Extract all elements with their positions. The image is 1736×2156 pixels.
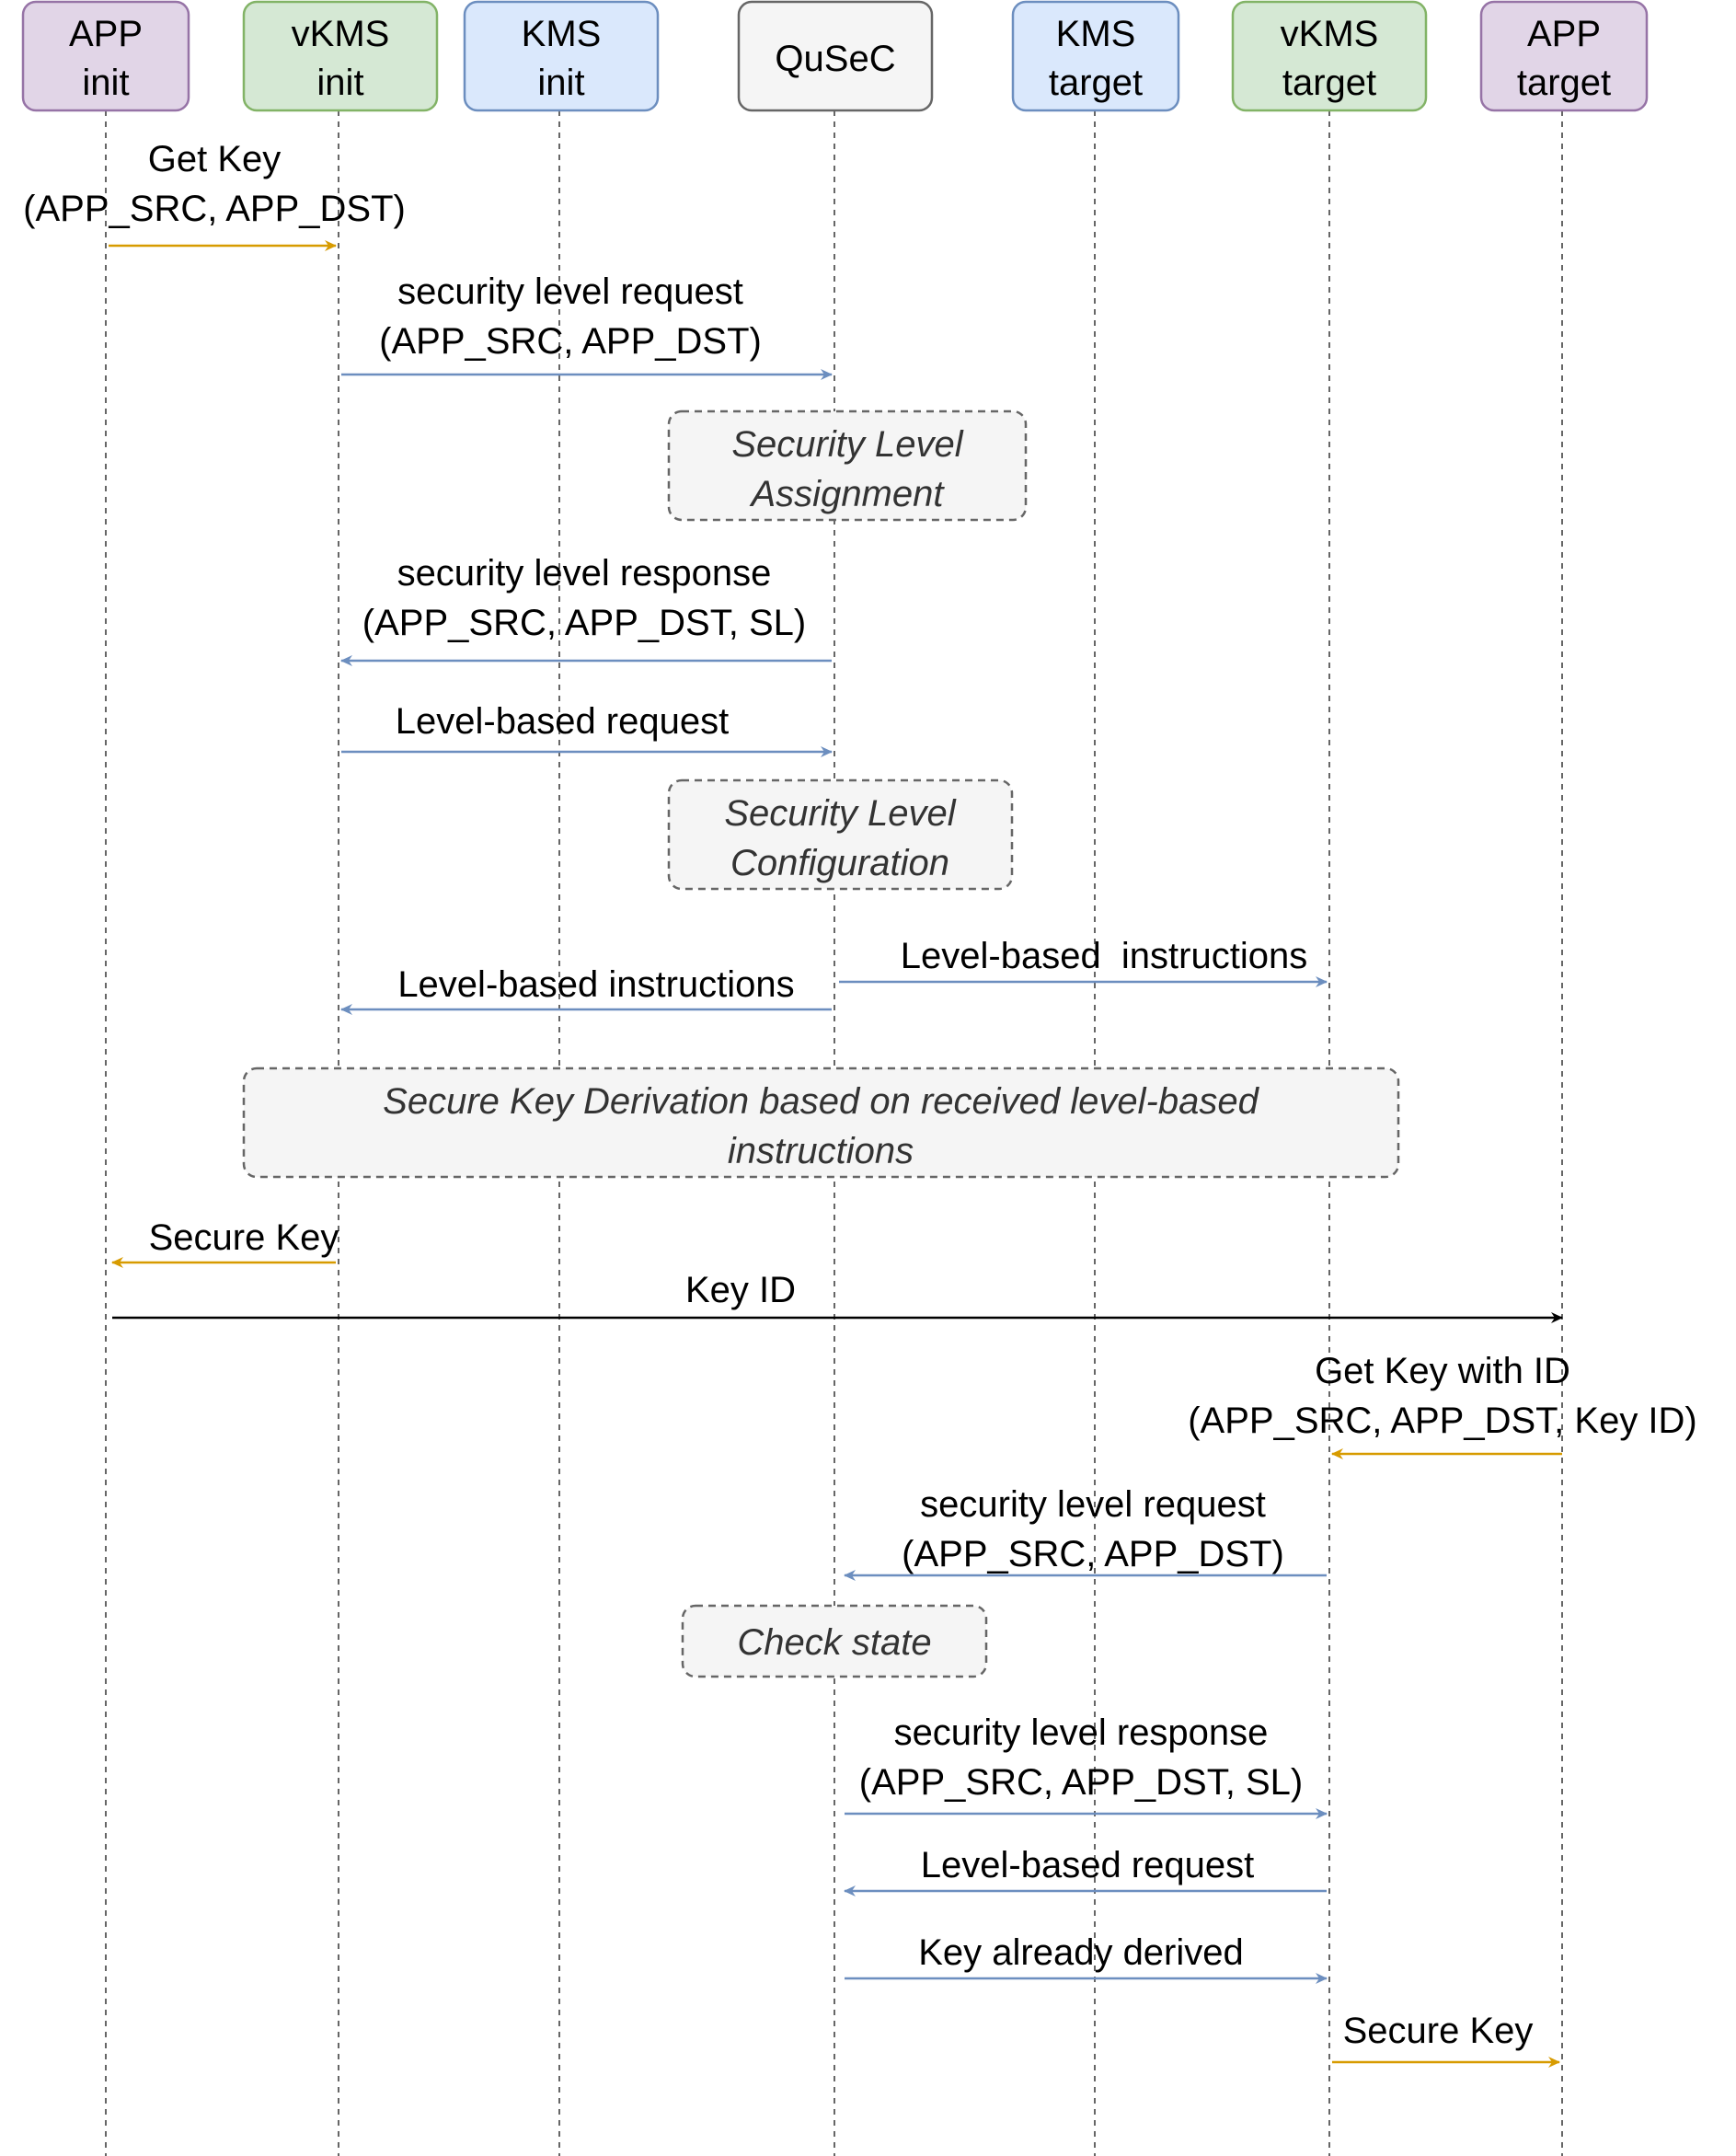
message-3: security level response (APP_SRC, APP_DST… bbox=[340, 553, 832, 666]
participant-label: KMS bbox=[1056, 14, 1136, 54]
participant-label: QuSeC bbox=[775, 39, 895, 79]
participant-box bbox=[1011, 0, 1180, 112]
message-13: Key already derived bbox=[845, 1932, 1328, 1984]
note-label: Security Level bbox=[724, 793, 956, 834]
message-label: (APP_SRC, APP_DST, Key ID) bbox=[1188, 1401, 1697, 1441]
message-11: security level response (APP_SRC, APP_DST… bbox=[845, 1712, 1328, 1819]
message-label: security level request bbox=[920, 1484, 1266, 1525]
message-label: Secure Key bbox=[1343, 2011, 1534, 2051]
message-label: (APP_SRC, APP_DST) bbox=[379, 321, 762, 362]
message-label: security level response bbox=[397, 553, 772, 594]
participant-box bbox=[463, 0, 660, 112]
participant-box bbox=[242, 0, 439, 112]
message-14: Secure Key bbox=[1332, 2011, 1560, 2068]
message-label: (APP_SRC, APP_DST) bbox=[23, 189, 406, 229]
message-label: Level-based instructions bbox=[901, 936, 1307, 976]
participant-label: target bbox=[1282, 63, 1376, 103]
participant-app-target: APP target bbox=[1479, 0, 1649, 112]
message-label: Level-based instructions bbox=[397, 964, 794, 1005]
message-label: Get Key bbox=[148, 139, 282, 179]
note-label: Security Level bbox=[731, 424, 963, 465]
participant-box bbox=[1231, 0, 1428, 112]
note-frame bbox=[681, 1604, 988, 1678]
message-7: Secure Key bbox=[111, 1217, 339, 1268]
note-label: Check state bbox=[737, 1622, 931, 1663]
message-label: Key ID bbox=[685, 1270, 796, 1310]
message-1: Get Key (APP_SRC, APP_DST) bbox=[23, 139, 406, 251]
message-label: security level response bbox=[894, 1712, 1269, 1753]
message-label: security level request bbox=[397, 271, 743, 312]
note-box: Secure Key Derivation based on received … bbox=[242, 1066, 1400, 1179]
participant-label: target bbox=[1517, 63, 1611, 103]
note-box: Check state bbox=[681, 1604, 988, 1678]
message-label: Level-based request bbox=[396, 701, 729, 742]
message-label: Get Key with ID bbox=[1315, 1351, 1570, 1391]
participant-qusec: QuSeC bbox=[737, 0, 934, 112]
note-frame bbox=[242, 1066, 1400, 1179]
note-label: Secure Key Derivation based on received … bbox=[383, 1081, 1259, 1122]
participant-label: vKMS bbox=[1281, 14, 1379, 54]
message-label: (APP_SRC, APP_DST, SL) bbox=[859, 1762, 1303, 1803]
message-8: Key ID bbox=[112, 1270, 1563, 1323]
participant-app-init: APP init bbox=[21, 0, 190, 112]
participant-kms-init: KMS init bbox=[463, 0, 660, 112]
participant-label: vKMS bbox=[292, 14, 390, 54]
message-5: Level-based instructions bbox=[839, 936, 1328, 987]
note-label: Configuration bbox=[730, 843, 949, 883]
message-6: Level-based instructions bbox=[340, 964, 832, 1015]
note-frame bbox=[667, 409, 1028, 522]
participant-vkms-target: vKMS target bbox=[1231, 0, 1428, 112]
message-label: Key already derived bbox=[918, 1932, 1244, 1973]
participant-box bbox=[21, 0, 190, 112]
message-12: Level-based request bbox=[844, 1845, 1327, 1897]
participant-label: init bbox=[82, 63, 129, 103]
note-label: Assignment bbox=[750, 474, 946, 514]
message-2: security level request (APP_SRC, APP_DST) bbox=[341, 271, 833, 380]
participant-label: KMS bbox=[522, 14, 602, 54]
participant-label: target bbox=[1049, 63, 1143, 103]
message-10: security level request (APP_SRC, APP_DST) bbox=[844, 1484, 1327, 1581]
participant-kms-target: KMS target bbox=[1011, 0, 1180, 112]
participant-label: init bbox=[316, 63, 363, 103]
message-9: Get Key with ID (APP_SRC, APP_DST, Key ID… bbox=[1188, 1351, 1697, 1459]
message-label: (APP_SRC, APP_DST, SL) bbox=[362, 603, 806, 643]
participant-box bbox=[737, 0, 934, 112]
note-frame bbox=[667, 778, 1014, 891]
message-label: Level-based request bbox=[921, 1845, 1254, 1885]
participant-box bbox=[1479, 0, 1649, 112]
message-label: (APP_SRC, APP_DST) bbox=[902, 1534, 1284, 1574]
participant-vkms-init: vKMS init bbox=[242, 0, 439, 112]
message-4: Level-based request bbox=[341, 701, 833, 757]
message-label: Secure Key bbox=[149, 1217, 339, 1258]
note-label: instructions bbox=[728, 1131, 914, 1171]
participant-label: APP bbox=[1527, 14, 1601, 54]
participant-label: APP bbox=[69, 14, 143, 54]
participant-label: init bbox=[537, 63, 584, 103]
